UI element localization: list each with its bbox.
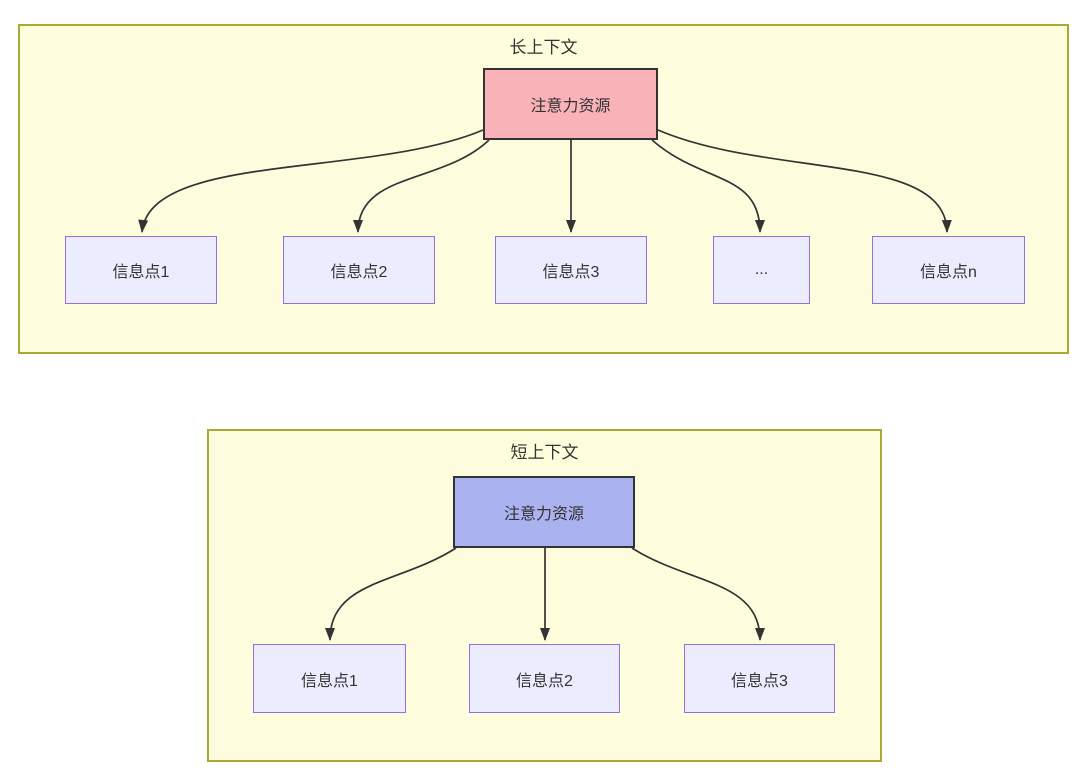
info-node-long-n: 信息点n	[872, 236, 1025, 304]
info-node-long-ellipsis: ...	[713, 236, 810, 304]
info-node-short-1: 信息点1	[253, 644, 406, 713]
info-node-short-3: 信息点3	[684, 644, 835, 713]
attention-node-short: 注意力资源	[453, 476, 635, 548]
group-title-long-context: 长上下文	[509, 38, 578, 57]
info-node-long-3: 信息点3	[495, 236, 647, 304]
info-node-short-2: 信息点2	[469, 644, 620, 713]
info-node-long-1: 信息点1	[65, 236, 217, 304]
group-title-short-context: 短上下文	[510, 443, 579, 462]
info-node-long-2: 信息点2	[283, 236, 435, 304]
attention-node-long: 注意力资源	[483, 68, 658, 140]
